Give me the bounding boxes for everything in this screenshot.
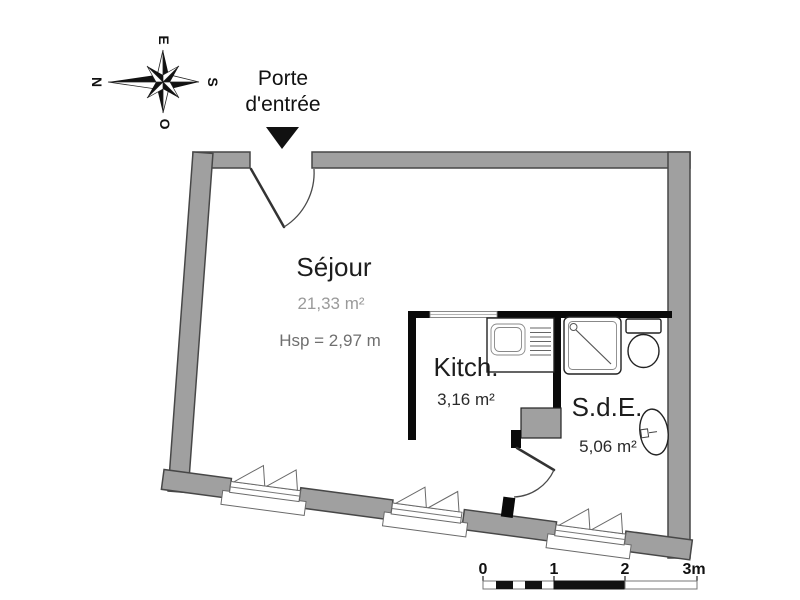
scale-dash: [496, 581, 513, 589]
scale-tick-2: 2: [621, 561, 630, 578]
bottom-wall-segment: [297, 486, 394, 521]
kitchen-sink: [486, 317, 555, 373]
kitchen-wall-left: [408, 313, 416, 440]
duct-column: [520, 407, 562, 439]
sde-door-jamb: [500, 496, 516, 519]
window-casement-icon: [557, 508, 591, 530]
compass-point: [108, 75, 163, 82]
sink-basin: [490, 323, 526, 356]
exterior-wall-right: [667, 151, 691, 559]
duct-jamb: [511, 430, 521, 448]
scale-dash: [525, 581, 542, 589]
scale-bar: 0 1 2 3m: [479, 561, 706, 590]
bottom-wall-segment: [160, 468, 233, 500]
toilet: [625, 318, 662, 369]
compass-point: [146, 65, 164, 83]
compass-rose: N E S O: [89, 35, 221, 129]
exterior-wall-bottom: [160, 464, 694, 561]
exterior-wall-top-right: [311, 151, 691, 169]
entrance-door: [249, 167, 315, 229]
compass-o-label: O: [157, 119, 173, 130]
scale-segment: [624, 580, 698, 590]
toilet-bowl: [627, 333, 660, 369]
sink-basin-inner: [494, 327, 522, 352]
compass-n-label: N: [89, 77, 105, 87]
compass-point: [146, 81, 164, 99]
scale-tick-3: 3m: [682, 561, 705, 578]
sejour-area: 21,33 m²: [297, 294, 364, 313]
window-casement-icon: [265, 469, 298, 491]
window: [381, 486, 469, 538]
sde-door: [513, 446, 556, 498]
sde-label: S.d.E.: [572, 392, 643, 422]
entrance-door-arc: [283, 168, 315, 228]
kitchen-glazing: [429, 311, 498, 318]
entrance-arrow-icon: [266, 127, 299, 149]
sde-area: 5,06 m²: [579, 437, 637, 456]
window: [220, 464, 307, 516]
shower: [563, 316, 622, 375]
partition-kitchen-sde: [553, 311, 561, 410]
kitchen-label: Kitch.: [433, 352, 498, 382]
window-casement-icon: [232, 464, 266, 487]
scale-segment: [482, 580, 555, 590]
window-casement-icon: [426, 490, 460, 513]
sejour-label: Séjour: [296, 252, 371, 282]
compass-point: [162, 81, 180, 99]
kitchen-wall-top: [408, 311, 672, 318]
compass-s-label: S: [205, 77, 221, 86]
sde-door-leaf: [515, 446, 556, 472]
exterior-wall-left: [167, 151, 214, 494]
sde-door-arc: [513, 469, 555, 498]
window: [545, 508, 632, 560]
window-casement-icon: [590, 512, 624, 535]
shower-drain-line: [575, 329, 612, 365]
scale-segment: [553, 580, 626, 590]
kitchen-area: 3,16 m²: [437, 390, 495, 409]
entrance-door-leaf: [249, 167, 286, 229]
washbasin-tap-icon: [640, 428, 650, 439]
scale-tick-0: 0: [479, 561, 488, 578]
window-casement-icon: [394, 486, 427, 509]
sink-drainer: [530, 327, 551, 356]
compass-e-label: E: [156, 35, 172, 44]
entrance-label-line1: Porte: [258, 67, 308, 90]
sejour-ceiling-height: Hsp = 2,97 m: [279, 331, 381, 350]
shower-valve-icon: [569, 323, 578, 331]
washbasin: [639, 408, 669, 456]
scale-tick-1: 1: [550, 561, 559, 578]
toilet-tank: [625, 318, 662, 334]
entrance-label-line2: d'entrée: [245, 93, 320, 116]
